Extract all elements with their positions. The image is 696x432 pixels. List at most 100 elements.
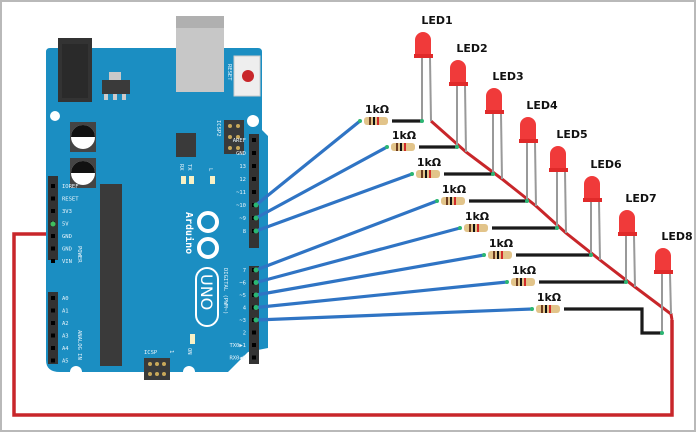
resistor-label: 1kΩ xyxy=(512,264,537,277)
power-pin-label: GND xyxy=(62,234,72,240)
led xyxy=(414,32,433,122)
resistor-band xyxy=(454,197,456,205)
resistor-band xyxy=(469,224,471,232)
resistor xyxy=(391,143,415,151)
resistor xyxy=(416,170,440,178)
tx-label: TX xyxy=(186,164,192,171)
junction-dot xyxy=(660,331,664,335)
rx-label: RX xyxy=(178,164,184,171)
analog-pin xyxy=(51,321,55,325)
wire-end-dot xyxy=(458,226,462,230)
led-cathode-leg xyxy=(392,58,423,122)
resistor-band xyxy=(501,251,503,259)
led xyxy=(654,248,673,315)
icsp2-label: ICSP2 xyxy=(215,120,221,137)
led-rim xyxy=(485,110,504,114)
digital-pin-label: AREF xyxy=(233,138,246,144)
pin-connection-dot xyxy=(253,280,259,285)
digital-pin-label: 2 xyxy=(243,331,246,337)
resistor-body xyxy=(391,143,415,151)
led-rim xyxy=(654,270,673,274)
power-pin-label: 5V xyxy=(62,222,69,228)
power-header xyxy=(48,176,58,260)
signal-wire xyxy=(255,280,508,310)
resistor-band xyxy=(524,278,526,286)
junction-dot xyxy=(455,145,459,149)
power-pin-label: VIN xyxy=(62,259,72,265)
digital-pin-label: 13 xyxy=(239,164,246,170)
led xyxy=(519,117,538,207)
resistor-band xyxy=(516,278,518,286)
power-pin-label: 3V3 xyxy=(62,209,72,215)
power-pin xyxy=(51,196,55,201)
power-pin-label: GND xyxy=(62,247,72,253)
junction-dot xyxy=(420,119,424,123)
arduino-logo-text: Arduino xyxy=(183,212,195,254)
resistor xyxy=(364,117,388,125)
power-pin xyxy=(51,209,55,213)
led-cathode-leg xyxy=(539,236,627,283)
voltage-regulator xyxy=(102,80,130,94)
digital-pin-label: ~5 xyxy=(239,293,246,299)
analog-header xyxy=(48,292,58,364)
return-wire xyxy=(564,307,662,335)
junction-dot xyxy=(555,226,559,230)
resistor-label: 1kΩ xyxy=(489,237,514,250)
icsp2-header xyxy=(224,120,244,154)
digital-pin xyxy=(252,355,256,360)
resistor-body xyxy=(536,305,560,313)
led-anode-leg xyxy=(500,113,503,180)
led-label: LED4 xyxy=(526,99,558,112)
resistor-band xyxy=(421,170,423,178)
led-label: LED5 xyxy=(556,128,587,141)
led-label: LED7 xyxy=(625,192,656,205)
resistor-band xyxy=(549,305,551,313)
pin-connection-dot xyxy=(253,305,259,310)
resistor-band xyxy=(545,305,547,313)
signal-wire xyxy=(255,253,485,297)
led-anode-leg xyxy=(598,201,601,261)
power-pin xyxy=(51,184,55,188)
resistor xyxy=(441,197,465,205)
resistor-band xyxy=(425,170,427,178)
resistor-band xyxy=(369,117,371,125)
analog-pin xyxy=(51,346,55,350)
led-rim xyxy=(583,198,602,202)
wire-end-dot xyxy=(530,307,534,311)
wire-end-dot xyxy=(410,172,414,176)
signal-wire xyxy=(255,145,388,220)
pin-connection-dot xyxy=(253,228,259,234)
resistor-body xyxy=(488,251,512,259)
led-body xyxy=(450,60,466,84)
led-anode-leg xyxy=(534,142,537,207)
analog-pin-label: A3 xyxy=(62,334,69,340)
resistor-label: 1kΩ xyxy=(417,156,442,169)
resistor-band xyxy=(377,117,379,125)
power-pin xyxy=(51,259,55,263)
led-rim xyxy=(618,232,637,236)
digital-pin-label: ~9 xyxy=(239,216,246,222)
resistor-band xyxy=(373,117,375,125)
uno-badge xyxy=(195,267,219,327)
led-rim xyxy=(449,82,468,86)
reset-label: RESET xyxy=(226,64,232,81)
usb-chip xyxy=(176,133,196,157)
resistor-band xyxy=(450,197,452,205)
digital-header-bottom xyxy=(249,266,259,364)
led xyxy=(449,60,468,153)
wire-end-dot xyxy=(435,199,439,203)
led-anode-leg xyxy=(429,57,432,122)
resistor xyxy=(464,224,488,232)
arduino-board: RESET ICSP2 ICSP 1 RX TX L ON Arduino xyxy=(46,16,268,380)
digital-pin-label: TX0▶1 xyxy=(229,343,246,349)
led-rim xyxy=(414,54,433,58)
junction-dot xyxy=(491,172,495,176)
led-anode-leg xyxy=(564,171,567,234)
digital-pin xyxy=(252,164,256,168)
led-label: LED2 xyxy=(456,42,487,55)
power-pin xyxy=(51,234,55,238)
resistor-band xyxy=(473,224,475,232)
analog-pin-label: A5 xyxy=(62,359,69,365)
analog-pin-label: A1 xyxy=(62,309,69,315)
resistor-band xyxy=(400,143,402,151)
